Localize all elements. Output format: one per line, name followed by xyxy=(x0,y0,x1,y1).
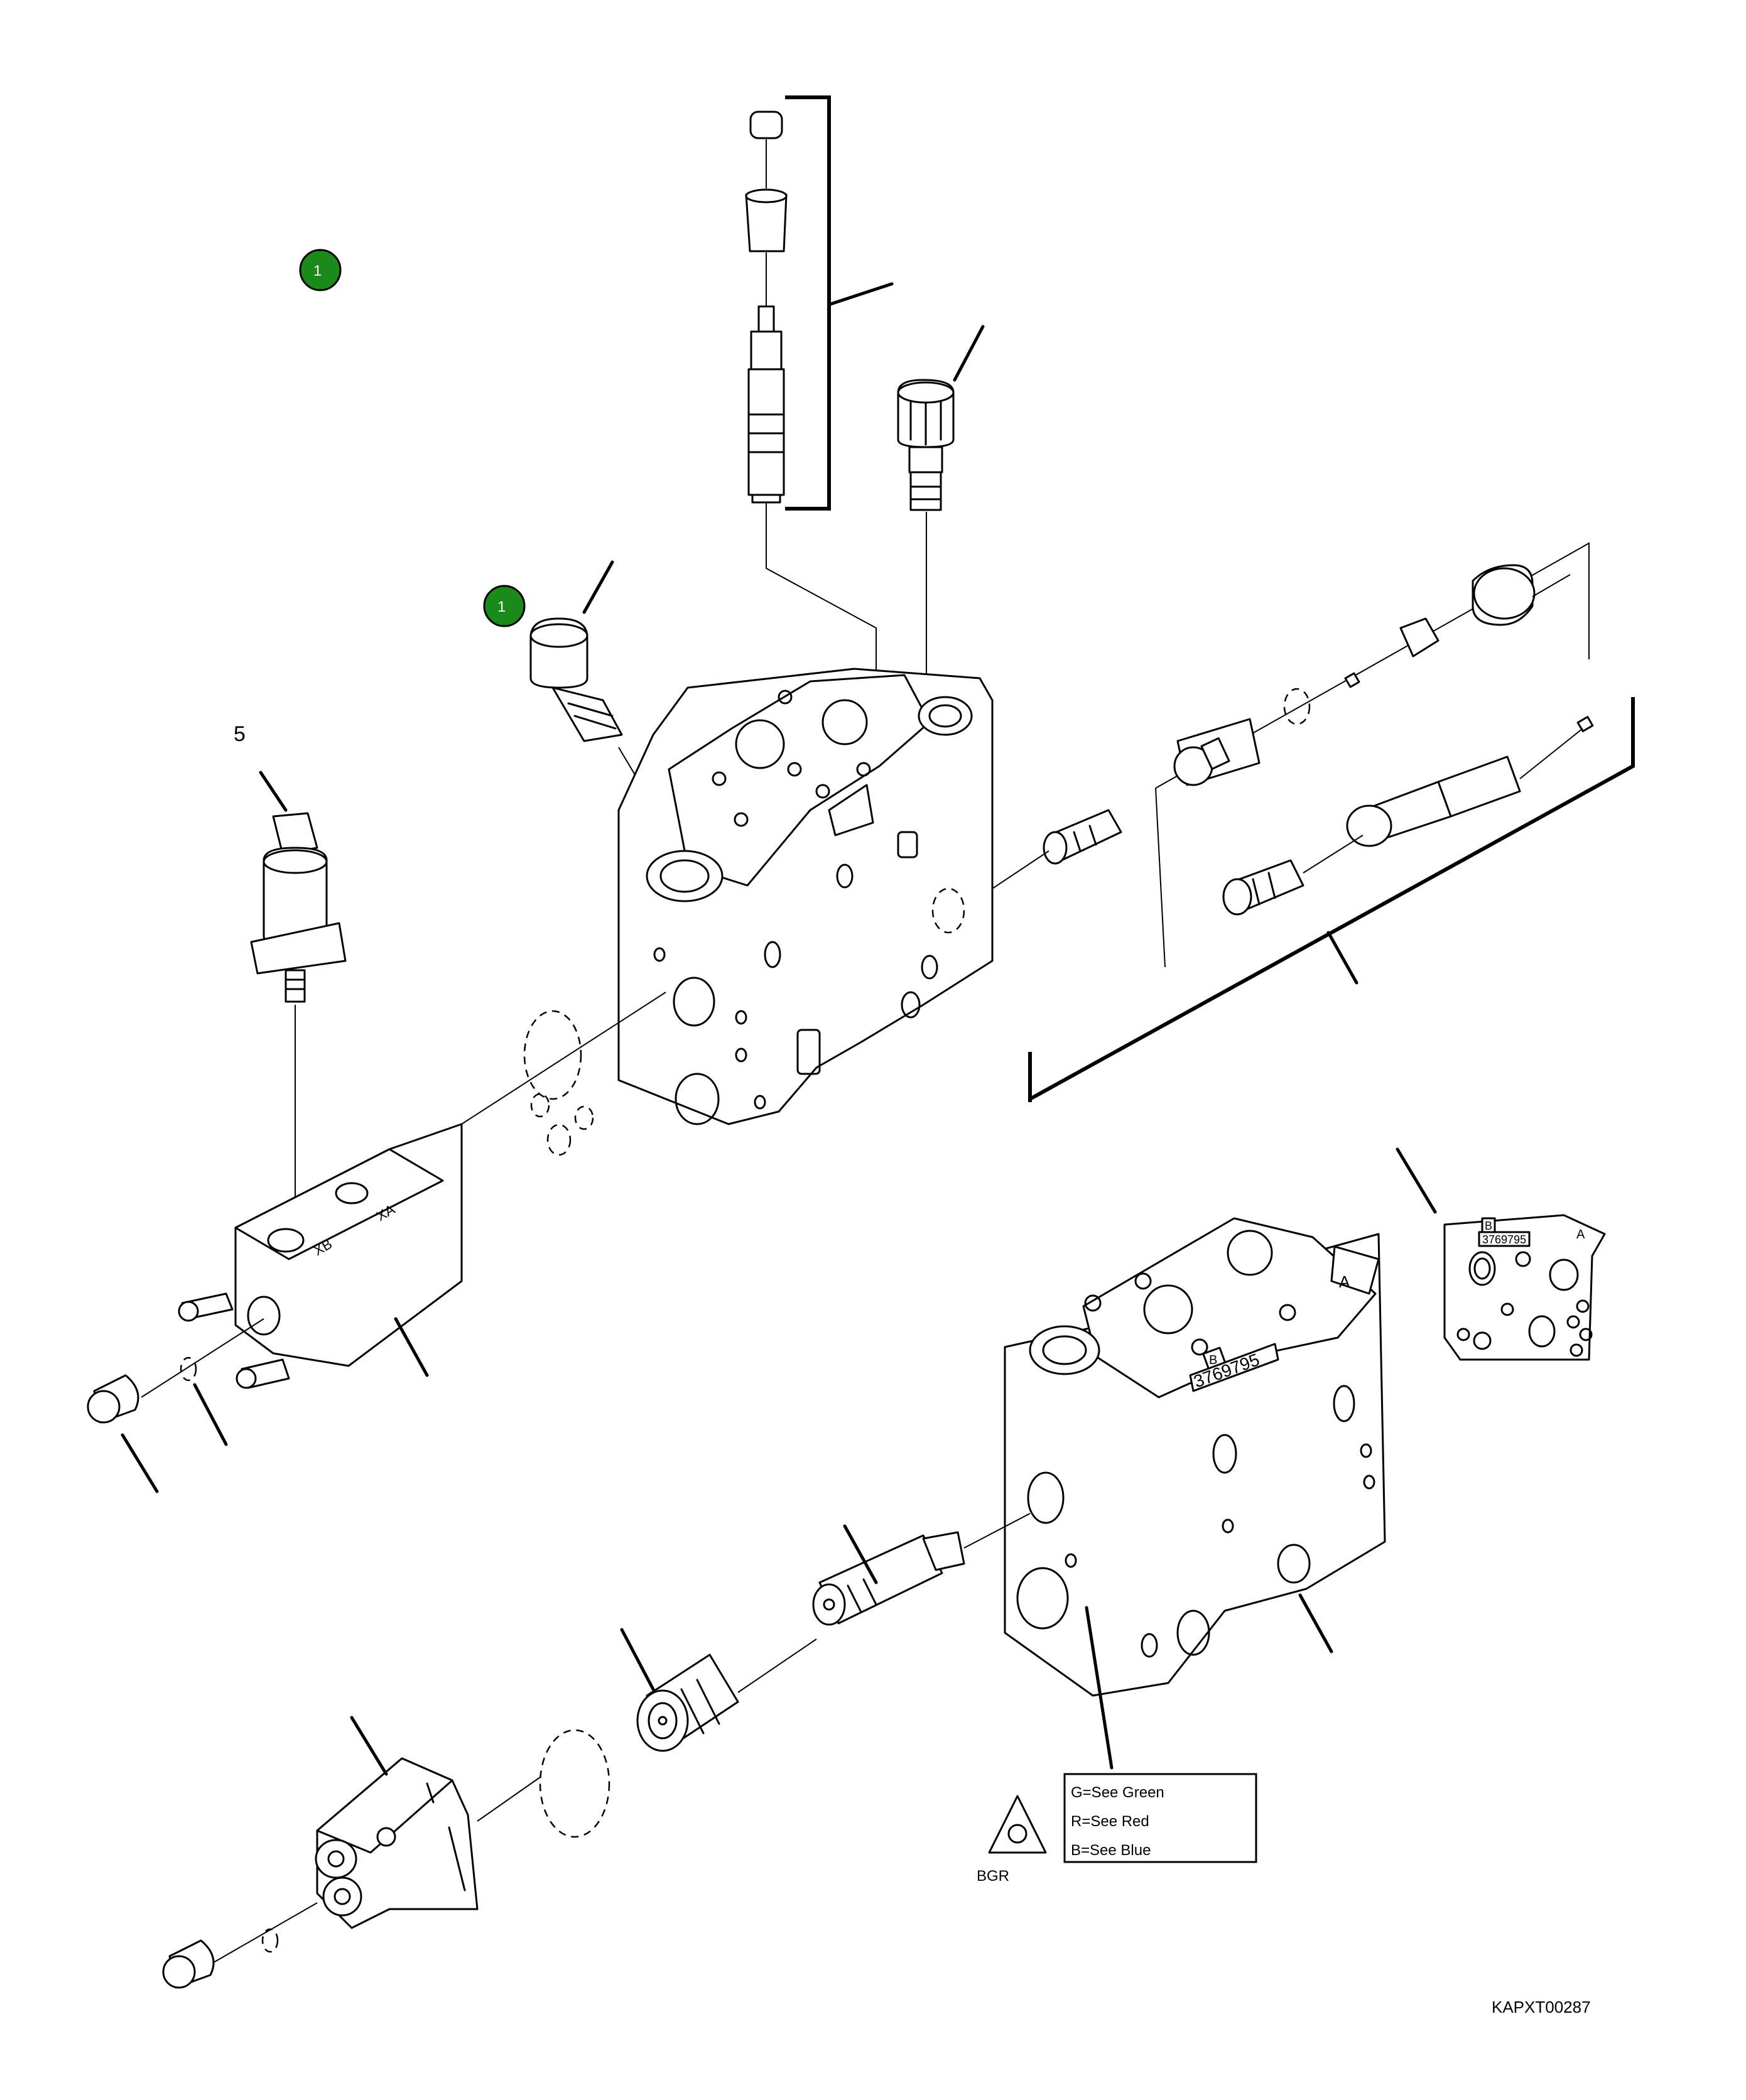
legend-circle-icon xyxy=(1007,1824,1028,1844)
relief-valve-plug-left xyxy=(529,560,679,848)
main-block-seals xyxy=(461,992,666,1156)
block-side-letter: A xyxy=(1339,1272,1350,1291)
block-detail-view: B 3769795 A xyxy=(1396,1147,1606,1361)
legend-line-red: R=See Red xyxy=(1071,1813,1149,1830)
legend-line-green: G=See Green xyxy=(1071,1784,1164,1801)
main-valve-section xyxy=(617,668,994,1125)
callout-badge-number: 1 xyxy=(313,262,322,279)
detail-part-number: 3769795 xyxy=(1482,1233,1526,1246)
legend-line-blue: B=See Blue xyxy=(1071,1842,1151,1859)
solenoid-callout-number: 5 xyxy=(234,722,246,746)
detail-letter-a: A xyxy=(1576,1228,1585,1242)
detail-letter-b: B xyxy=(1485,1220,1492,1232)
color-legend: BGR G=See Green R=See Red B=See Blue xyxy=(977,1773,1257,1885)
reference-code: KAPXT00287 xyxy=(1492,1998,1591,2016)
callout-badge-number: 1 xyxy=(497,598,506,615)
relief-valve-assembly xyxy=(745,95,894,678)
end-cap xyxy=(162,1716,541,1989)
callout-badge-1-upper: 1 xyxy=(299,249,342,291)
adapter-block: XB XA xyxy=(87,1123,463,1493)
legend-symbol-label: BGR xyxy=(977,1868,1009,1885)
lower-spool-parts xyxy=(539,1513,1031,1838)
callout-badge-1-lower: 1 xyxy=(483,585,526,627)
lower-valve-section: A B 3769795 xyxy=(1004,1217,1386,1770)
solenoid-valve xyxy=(250,771,347,1212)
spool-assembly xyxy=(992,542,1635,1102)
block-b-letter: B xyxy=(1209,1353,1217,1367)
relief-valve-plug-right xyxy=(897,325,985,675)
